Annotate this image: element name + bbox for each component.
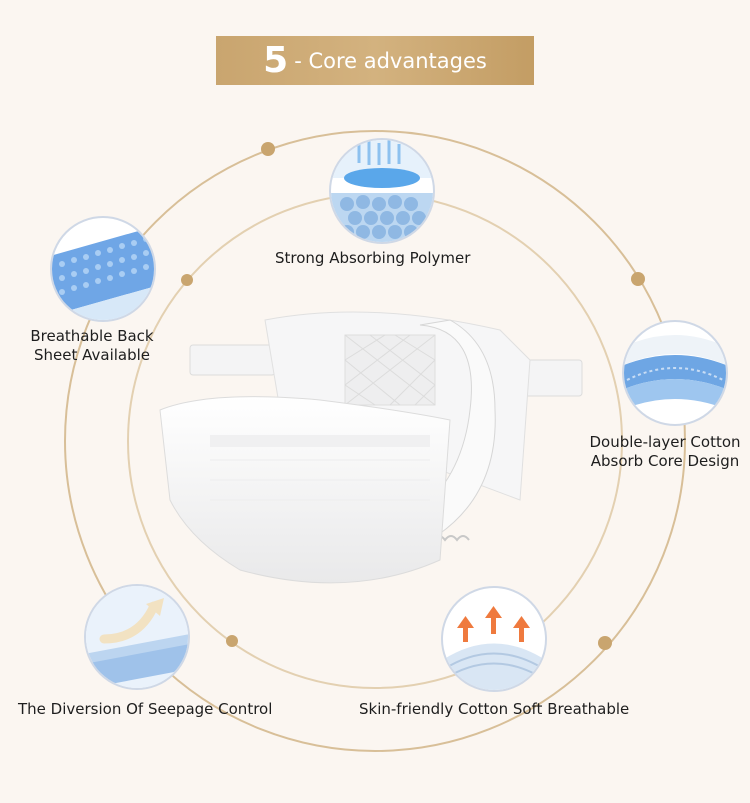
feature-label-skin-friendly: Skin-friendly Cotton Soft Breathable bbox=[359, 700, 630, 718]
polymer-granules-icon bbox=[329, 138, 435, 244]
double-layer-core-icon bbox=[622, 320, 728, 426]
header-title: - Core advantages bbox=[294, 48, 487, 73]
seepage-diversion-icon bbox=[84, 584, 190, 690]
ring-dot bbox=[261, 142, 275, 156]
ring-dot bbox=[181, 274, 193, 286]
breathable-sheet-icon bbox=[50, 216, 156, 322]
feature-label-core-line2: Absorb Core Design bbox=[590, 452, 740, 470]
feature-label-core: Double-layer Cotton Absorb Core Design bbox=[586, 433, 744, 471]
feature-label-back-sheet: Breathable Back Sheet Available bbox=[22, 327, 162, 365]
feature-label-polymer: Strong Absorbing Polymer bbox=[275, 249, 471, 267]
ring-dot bbox=[598, 636, 612, 650]
ring-dot bbox=[226, 635, 238, 647]
breathable-airflow-icon bbox=[441, 586, 547, 692]
feature-label-back-sheet-line1: Breathable Back bbox=[30, 327, 154, 345]
outer-ring bbox=[64, 130, 686, 752]
diaper-product-image bbox=[159, 311, 583, 584]
header-banner: 5 - Core advantages bbox=[216, 36, 534, 85]
feature-label-back-sheet-line2: Sheet Available bbox=[33, 346, 151, 364]
feature-label-seepage: The Diversion Of Seepage Control bbox=[18, 700, 273, 718]
feature-label-core-line1: Double-layer Cotton bbox=[589, 433, 741, 451]
advantage-count: 5 bbox=[263, 39, 289, 81]
ring-dot bbox=[631, 272, 645, 286]
